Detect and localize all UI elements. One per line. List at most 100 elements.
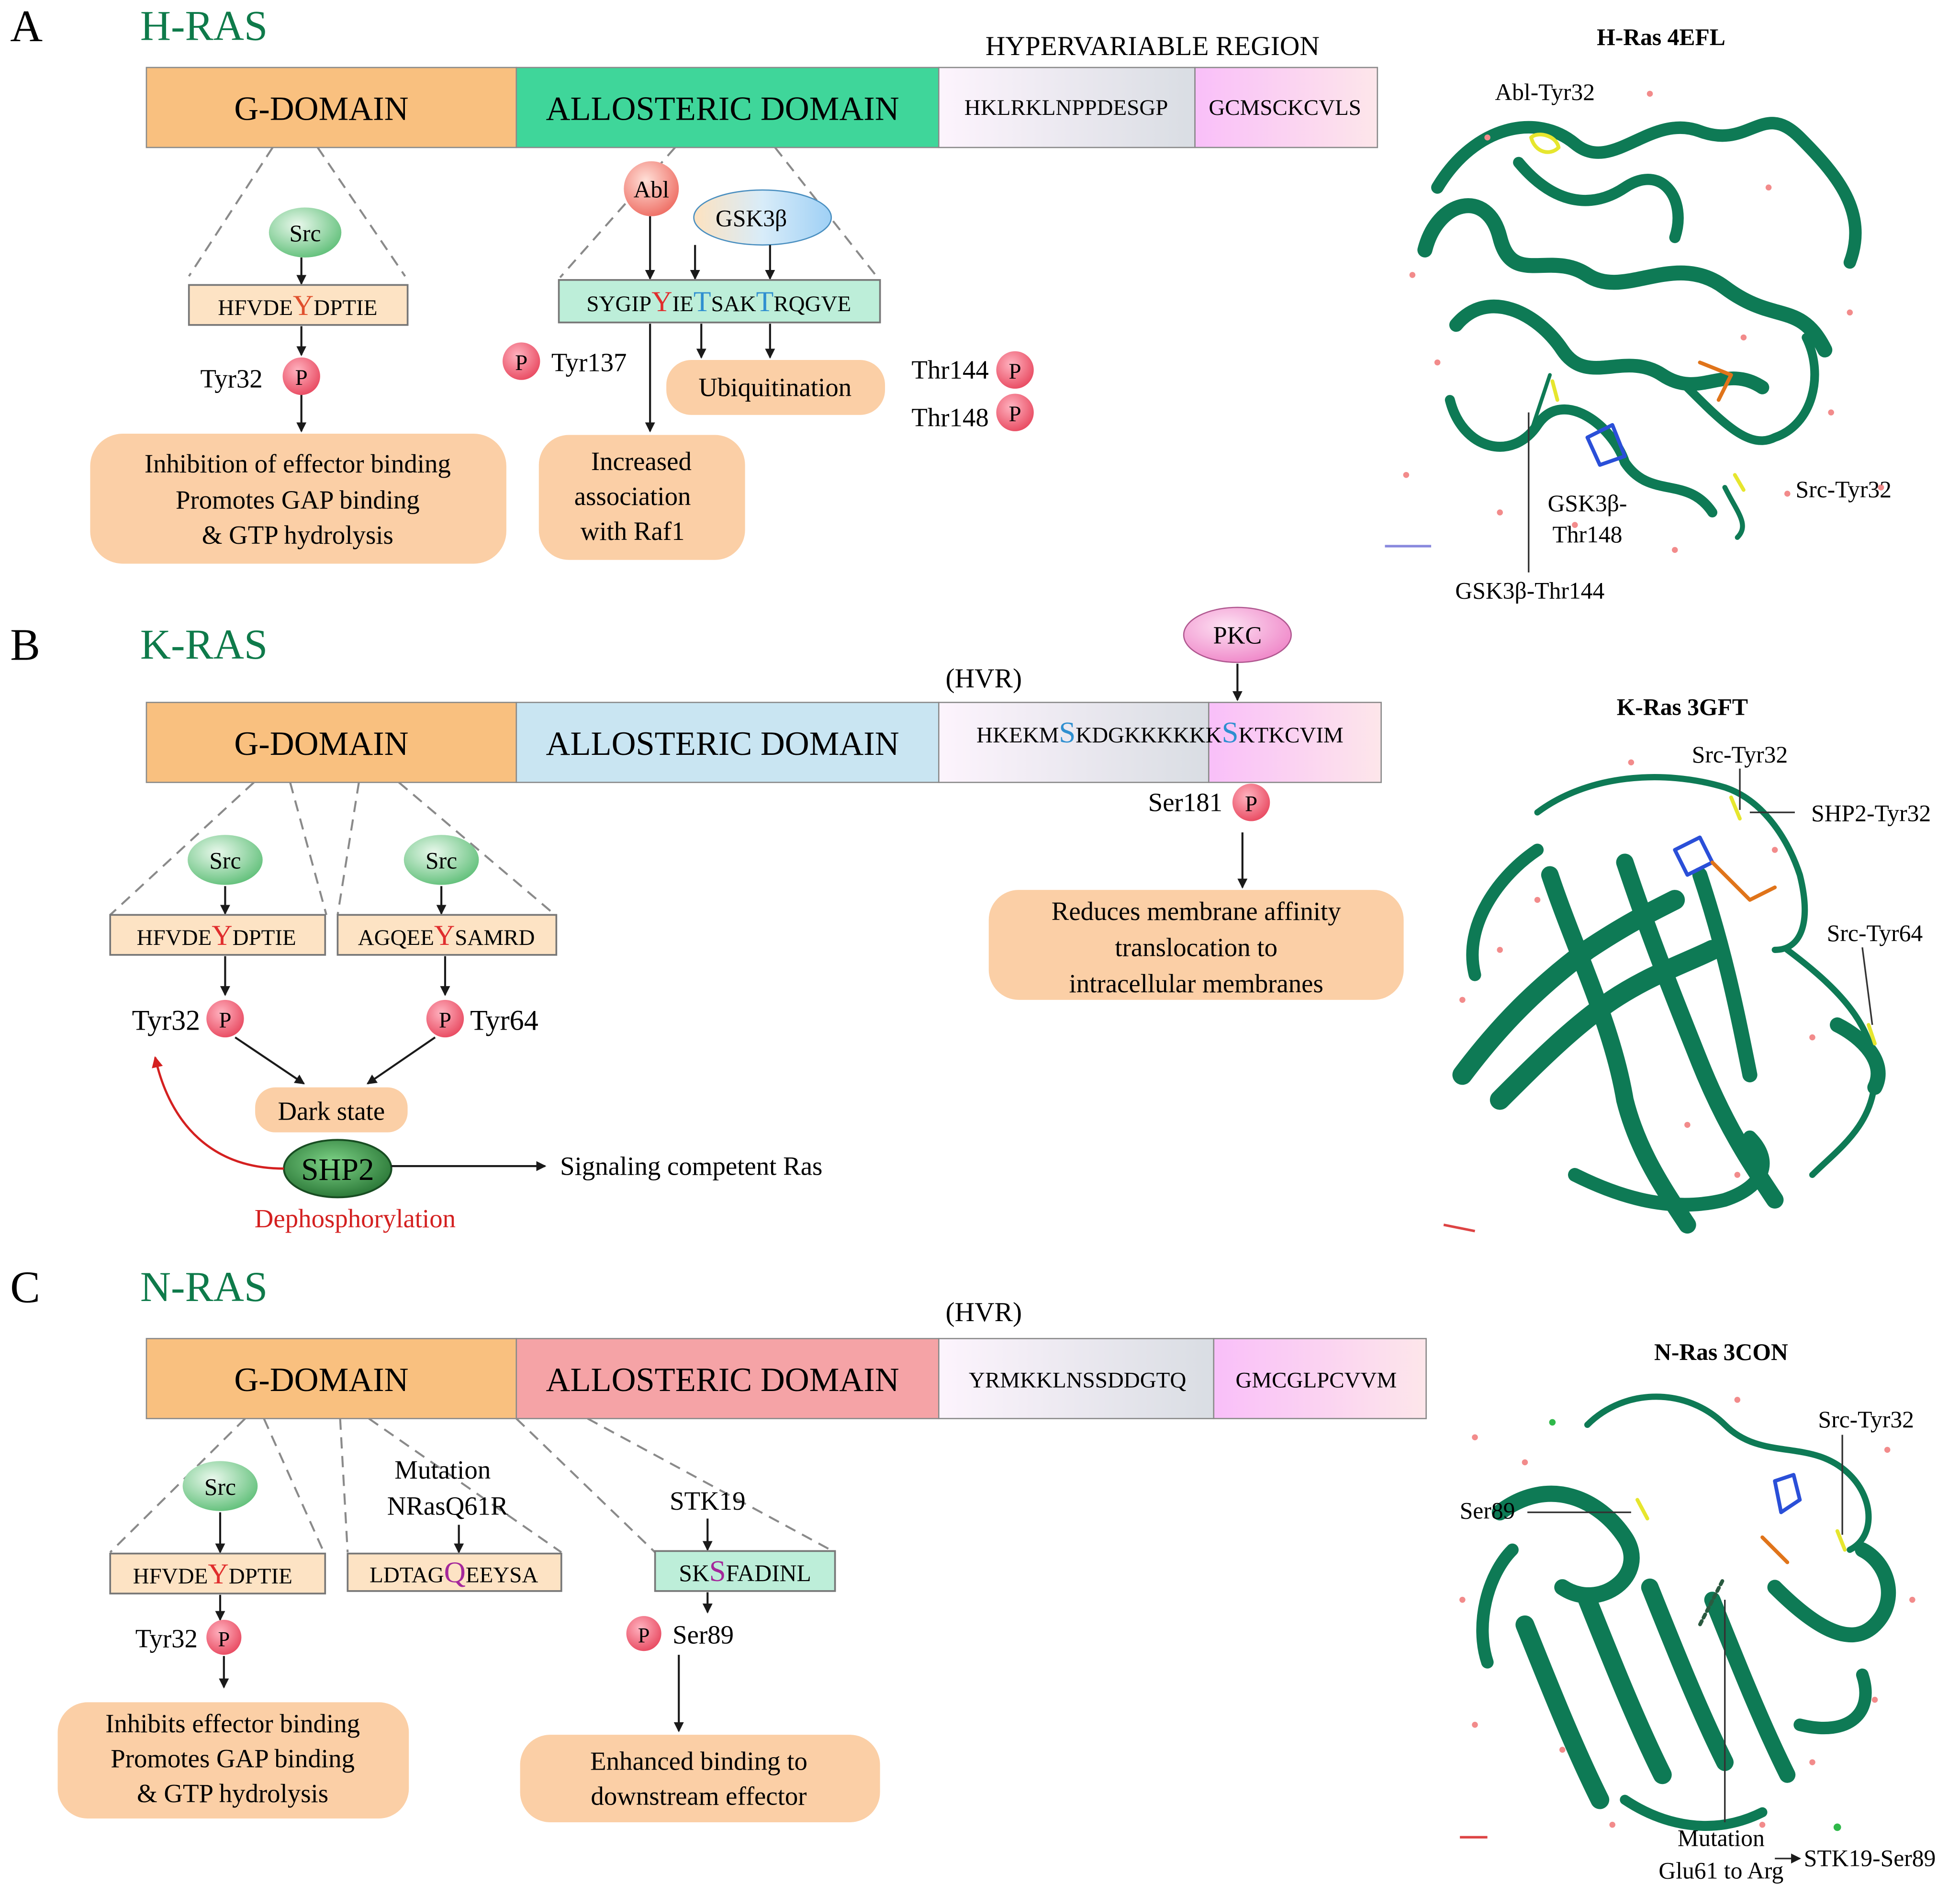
struct-label-gsk-144: GSK3β-Thr144: [1455, 578, 1604, 604]
seq-tyr32: HFVDEYDPTIE: [133, 1558, 292, 1590]
allosteric-label: ALLOSTERIC DOMAIN: [546, 725, 899, 763]
svg-text:Abl: Abl: [634, 177, 669, 203]
svg-text:P: P: [439, 1008, 451, 1032]
mutation-label: Mutation: [394, 1455, 491, 1484]
struct-label-src-tyr32: Src-Tyr32: [1692, 741, 1788, 768]
mutation-name: NRasQ61R: [387, 1492, 508, 1521]
svg-text:P: P: [515, 350, 527, 375]
svg-text:Increased: Increased: [591, 447, 692, 476]
zoom-lines-nras: [109, 1417, 836, 1553]
panel-letter-b: B: [10, 620, 40, 670]
tyr32-label: Tyr32: [132, 1004, 201, 1036]
seq-box-tyr32: [109, 1552, 326, 1594]
kras-title: K-RAS: [140, 621, 268, 668]
struct-label-glu61: Glu61 to Arg: [1658, 1857, 1783, 1884]
struct-label-shp2: SHP2-Tyr32: [1811, 800, 1931, 826]
struct-label-gsk-148b: Thr148: [1552, 521, 1622, 548]
svg-text:association: association: [574, 482, 691, 511]
svg-text:Inhibition of effector binding: Inhibition of effector binding: [145, 449, 451, 478]
hvr-label-c: (HVR): [946, 1297, 1022, 1327]
dephos-label: Dephosphorylation: [255, 1204, 456, 1233]
svg-text:Inhibits effector binding: Inhibits effector binding: [105, 1709, 360, 1738]
svg-text:Enhanced binding to: Enhanced binding to: [590, 1746, 807, 1775]
nras-domain-bar: G-DOMAIN ALLOSTERIC DOMAIN YRMKKLNSSDDGT…: [146, 1338, 1427, 1419]
src-kinase-1: [188, 835, 263, 885]
effect-g-box: [57, 1702, 409, 1819]
struct-label-stk19: STK19-Ser89: [1804, 1845, 1936, 1871]
phospho-tyr137: [503, 342, 540, 380]
zoom-lines-g: [188, 146, 406, 277]
hras-title: H-RAS: [140, 3, 268, 50]
shp2-phosphatase: [283, 1139, 392, 1199]
hvr-seq-left: YRMKKLNSSDDGTQ: [969, 1368, 1186, 1392]
svg-text:P: P: [1009, 359, 1021, 384]
phospho-ser181: [1232, 784, 1270, 821]
effect-ser89-box: [520, 1735, 880, 1822]
g-domain-block: [146, 67, 517, 148]
waters-c: [1459, 1397, 1915, 1828]
hvr-block-right: [1213, 1338, 1427, 1419]
allosteric-block: [515, 67, 940, 148]
struct-label-src-tyr32: Src-Tyr32: [1818, 1406, 1914, 1433]
svg-text:& GTP hydrolysis: & GTP hydrolysis: [137, 1779, 328, 1808]
phospho-tyr64: [426, 999, 464, 1038]
struct-label-ser89: Ser89: [1460, 1497, 1515, 1524]
svg-text:GSK3β: GSK3β: [716, 205, 787, 232]
seq-g-box: [188, 284, 409, 326]
phospho-ser89: [626, 1616, 661, 1651]
g-domain-label: G-DOMAIN: [234, 725, 408, 763]
svg-text:P: P: [1009, 402, 1021, 426]
svg-text:& GTP hydrolysis: & GTP hydrolysis: [202, 520, 393, 550]
svg-text:P: P: [218, 1627, 230, 1651]
dephos-arrow: [152, 1056, 284, 1170]
abl-kinase: [624, 161, 679, 216]
svg-text:P: P: [638, 1623, 650, 1647]
seq-g: HFVDEYDPTIE: [218, 289, 377, 321]
phospho-thr148: [996, 393, 1034, 431]
struct-title-b: K-Ras 3GFT: [1617, 694, 1748, 720]
ubiquitination-box: [666, 359, 885, 415]
g-domain-label: G-DOMAIN: [234, 1361, 408, 1399]
tyr32-label: Tyr32: [135, 1624, 198, 1653]
effect-g-box: [90, 434, 506, 564]
allosteric-block: [515, 702, 940, 783]
tyr32-label: Tyr32: [201, 364, 263, 393]
seq-box-q61: [347, 1552, 562, 1592]
hvr-seq-left: HKLRKLNPPDESGP: [964, 95, 1168, 120]
hras-domain-bar: G-DOMAIN ALLOSTERIC DOMAIN HKLRKLNPPDESG…: [146, 67, 1378, 148]
seq-allo-box: [558, 279, 881, 324]
dark-state-box: [255, 1087, 408, 1133]
seq-box-tyr64: [336, 914, 558, 956]
waters-b: [1459, 759, 1815, 1178]
svg-text:with Raf1: with Raf1: [581, 516, 685, 546]
nras-structure: [1476, 1393, 1896, 1831]
hvr-block-left: [938, 67, 1196, 148]
g-domain-block: [146, 702, 517, 783]
svg-text:P: P: [219, 1008, 231, 1032]
struct-title-c: N-Ras 3CON: [1654, 1339, 1788, 1365]
seq-tyr64: AGQEEYSAMRD: [358, 919, 535, 951]
seq-box-tyr32: [109, 914, 326, 956]
hras-structure: [1417, 117, 1862, 540]
g-domain-label: G-DOMAIN: [234, 90, 408, 128]
kras-structure: [1452, 774, 1886, 1234]
seq-tyr32: HFVDEYDPTIE: [137, 919, 296, 951]
hvr-seq-right: GCMSCKCVLS: [1209, 95, 1361, 120]
svg-text:intracellular membranes: intracellular membranes: [1069, 969, 1323, 998]
hvr-block-right: [1194, 67, 1378, 148]
hvr-label-b: (HVR): [946, 663, 1022, 694]
phospho-tyr32: [282, 357, 320, 395]
seq-box-ser89: [654, 1550, 836, 1592]
g-domain-block: [146, 1338, 517, 1419]
hvr-seq-right: GMCGLPCVVM: [1235, 1368, 1397, 1392]
svg-text:Src: Src: [204, 1474, 236, 1500]
seq-allo: SYGIPYIETSAKTRQGVE: [586, 285, 851, 317]
hvr-seq-b: HKEKMSKDGKKKKKKSKTKCVIM: [976, 716, 1344, 749]
gsk3b-kinase: [693, 189, 832, 246]
allosteric-label: ALLOSTERIC DOMAIN: [546, 90, 899, 128]
panel-letter-c: C: [10, 1263, 40, 1313]
effect-hvr-box: [988, 890, 1404, 1000]
svg-text:Src: Src: [209, 848, 241, 874]
struct-label-gsk-148a: GSK3β-: [1548, 490, 1627, 516]
